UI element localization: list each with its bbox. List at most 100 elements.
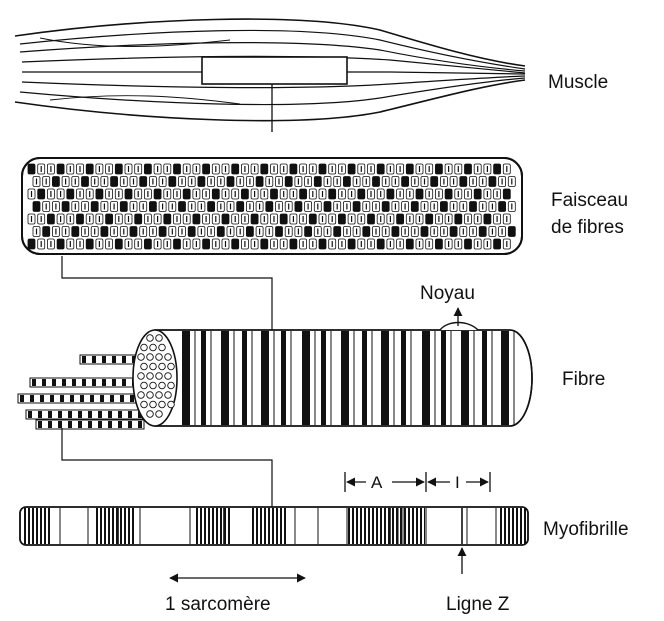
bundle-cell	[470, 202, 477, 212]
myofibril-cross-section	[168, 382, 175, 389]
a-band	[252, 508, 286, 544]
bundle-cell	[387, 189, 394, 199]
myofibril-cross-section	[159, 382, 166, 389]
bundle-cell	[353, 202, 360, 212]
bundle-cell	[135, 214, 142, 224]
bundle-cell	[440, 202, 447, 212]
myofibril-cross-section	[141, 401, 148, 408]
myofibril-band-mark	[40, 395, 44, 402]
label-sarcomere: 1 sarcomère	[165, 594, 271, 616]
label-band-a: A	[371, 472, 382, 494]
bundle-cell	[115, 164, 122, 174]
bundle-cell	[455, 214, 462, 224]
myofibril-cross-section	[156, 411, 163, 418]
bundle-cell	[499, 202, 506, 212]
bundle-cell	[232, 164, 239, 174]
bundle-cell	[261, 239, 268, 249]
fiber-illustration	[18, 323, 532, 430]
myofibril-band-mark	[68, 421, 72, 428]
bundle-cell	[271, 189, 278, 199]
bundle-cell	[295, 202, 302, 212]
myofibril-band-mark	[72, 379, 76, 386]
bundle-cell	[144, 239, 151, 249]
bundle-cell	[300, 189, 307, 199]
bundle-cell	[416, 189, 423, 199]
myofibril-band-mark	[78, 421, 82, 428]
bundle-cell	[52, 177, 59, 187]
a-band	[430, 508, 432, 544]
label-faisceau-line1: Faisceau	[551, 190, 628, 212]
fiber-dark-band	[261, 331, 269, 425]
bundle-cell	[43, 227, 50, 237]
bundle-cell	[280, 214, 287, 224]
fiber-dark-band	[201, 331, 206, 425]
bundle-cell	[164, 214, 171, 224]
bundle-cell	[319, 239, 326, 249]
bundle-cell	[329, 189, 336, 199]
bundle-cell	[334, 227, 341, 237]
myofibril-cross-section	[141, 344, 148, 351]
myofibril-cross-section	[159, 401, 166, 408]
bundle-cell	[222, 214, 229, 224]
myofibril-band-mark	[38, 411, 42, 418]
bundle-cell	[241, 189, 248, 199]
label-myofibrille: Myofibrille	[543, 519, 629, 541]
bundle-cell	[198, 177, 205, 187]
bundle-cell	[465, 164, 472, 174]
leader-line-fibre	[62, 428, 272, 508]
a-band	[500, 508, 526, 544]
myofibril-cross-section	[147, 354, 154, 361]
a-band	[347, 508, 425, 544]
myofibril-band-mark	[122, 356, 126, 363]
bundle-cell	[290, 164, 297, 174]
bundle-cell	[115, 239, 122, 249]
myofibril-band-mark	[48, 411, 52, 418]
a-band	[22, 508, 52, 544]
bundle-cell	[503, 189, 510, 199]
fiber-dark-band	[341, 331, 349, 425]
bundle-cell	[397, 214, 404, 224]
myofibril-cross-section	[150, 344, 157, 351]
bundle-cell	[363, 227, 370, 237]
myofibril-band-mark	[108, 411, 112, 418]
myofibril-cross-section	[156, 354, 163, 361]
label-band-i: I	[455, 472, 460, 494]
bundle-cell	[431, 177, 438, 187]
bundle-cell	[338, 214, 345, 224]
myofibril-cross-section	[165, 373, 172, 380]
bundle-cell	[188, 227, 195, 237]
bundle-cell	[140, 177, 147, 187]
myofibril-band-mark	[48, 421, 52, 428]
myofibril-band-mark	[52, 379, 56, 386]
bundle-cell	[392, 227, 399, 237]
myofibril-band-mark	[118, 421, 122, 428]
fiber-dark-band	[501, 331, 509, 425]
label-fibre: Fibre	[562, 369, 605, 391]
fiber-dark-band	[422, 331, 430, 425]
myofibril-cross-section	[147, 335, 154, 342]
myofibril-band-mark	[112, 379, 116, 386]
myofibril-band-mark	[70, 395, 74, 402]
myofibril-illustration	[20, 507, 528, 545]
bundle-cell	[377, 164, 384, 174]
bundle-cell	[91, 202, 98, 212]
myofibril-cross-section	[141, 363, 148, 370]
bundle-cell	[494, 239, 501, 249]
bundle-cell	[77, 214, 84, 224]
bundle-cell	[125, 189, 132, 199]
bundle-cell	[106, 214, 113, 224]
myofibril-band-mark	[118, 411, 122, 418]
bundle-cell	[426, 214, 433, 224]
myofibril-cross-section	[165, 354, 172, 361]
myofibril-band-mark	[88, 421, 92, 428]
fiber-dark-band	[401, 331, 406, 425]
bundle-cell	[314, 177, 321, 187]
bundle-cell	[348, 164, 355, 174]
bundle-cell	[377, 239, 384, 249]
myofibril-cross-section	[147, 373, 154, 380]
myofibril-cross-section	[138, 392, 145, 399]
bundle-cell	[494, 164, 501, 174]
bundle-cell	[154, 189, 161, 199]
myofibril-band-mark	[82, 379, 86, 386]
bundle-cell	[368, 214, 375, 224]
